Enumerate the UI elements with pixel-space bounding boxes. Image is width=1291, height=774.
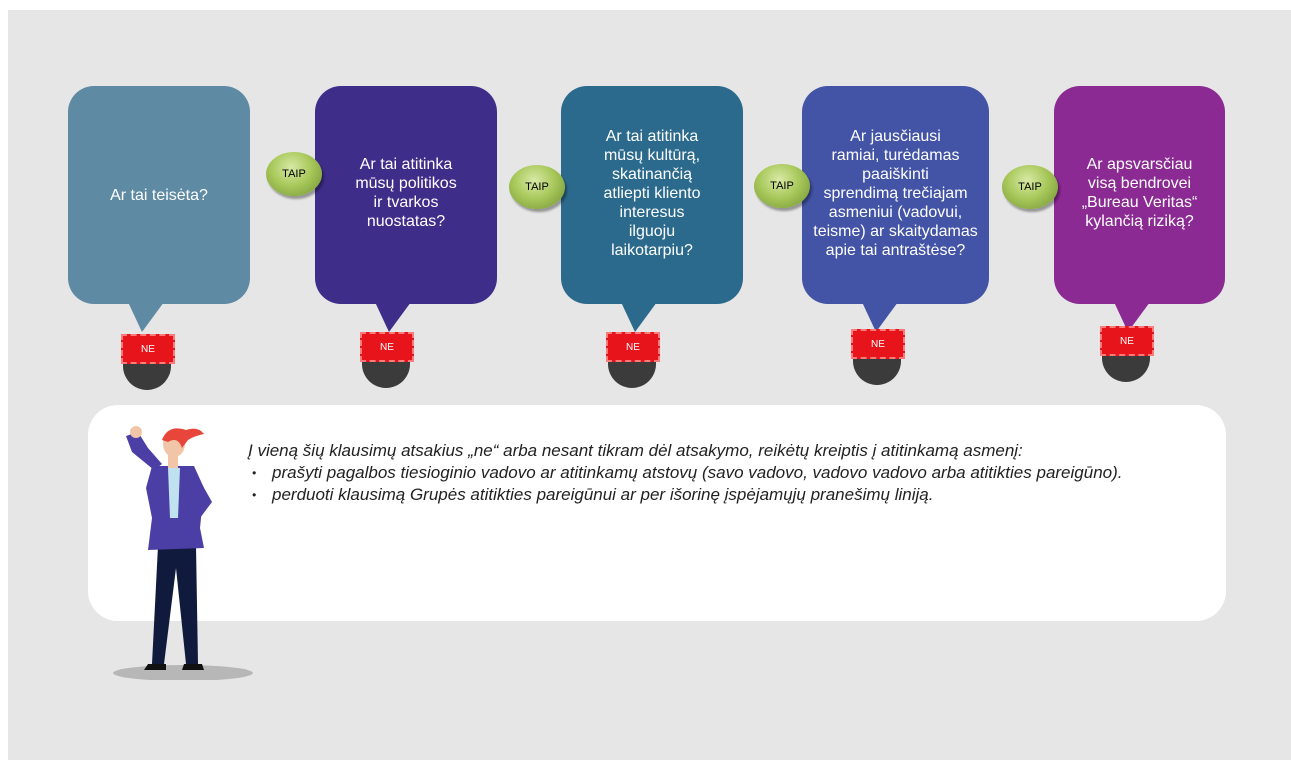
no-label: NE (626, 341, 640, 353)
no-label: NE (1120, 335, 1134, 347)
no-label-box: NE (851, 329, 905, 359)
no-label-box: NE (1100, 326, 1154, 356)
question-bubble-4: Ar jausčiausi ramiai, turėdamas paaiškin… (802, 86, 989, 332)
no-label-box: NE (606, 332, 660, 362)
question-bubble-2: Ar tai atitinka mūsų politikos ir tvarko… (315, 86, 497, 332)
person-shirt (168, 468, 180, 518)
guidance-item-1: prašyti pagalbos tiesioginio vadovo ar a… (248, 462, 1148, 484)
no-marker-5: NE (1100, 326, 1156, 386)
person-hand (130, 426, 142, 438)
guidance-note: Į vieną šių klausimų atsakius „ne“ arba … (248, 440, 1148, 506)
person-neck (168, 454, 178, 468)
no-marker-4: NE (851, 329, 907, 389)
question-3-text: Ar tai atitinka mūsų kultūrą, skatinanči… (603, 127, 701, 259)
guidance-intro: Į vieną šių klausimų atsakius „ne“ arba … (248, 441, 1023, 460)
yes-connector-3: TAIP (754, 164, 810, 208)
question-4-text: Ar jausčiausi ramiai, turėdamas paaiškin… (813, 127, 978, 259)
no-label: NE (380, 341, 394, 353)
yes-label: TAIP (770, 180, 794, 192)
question-1-text: Ar tai teisėta? (110, 186, 208, 204)
thinking-person-illustration (113, 426, 253, 680)
person-hip-arm (188, 470, 212, 518)
yes-connector-2: TAIP (509, 165, 565, 209)
question-bubble-5: Ar apsvarsčiau visą bendrovei „Bureau Ve… (1054, 86, 1225, 332)
no-label-box: NE (360, 332, 414, 362)
person-legs (152, 546, 198, 664)
person-raised-arm (126, 432, 162, 470)
guidance-item-2: perduoti klausimą Grupės atitikties pare… (248, 484, 1148, 506)
no-marker-2: NE (360, 332, 416, 392)
question-2-text: Ar tai atitinka mūsų politikos ir tvarko… (355, 156, 457, 230)
question-bubble-3: Ar tai atitinka mūsų kultūrą, skatinanči… (561, 86, 743, 332)
no-marker-1: NE (121, 334, 177, 394)
guidance-note-box (88, 405, 1226, 621)
yes-connector-1: TAIP (266, 152, 322, 196)
no-label-box: NE (121, 334, 175, 364)
person-shoe-right (182, 664, 204, 670)
no-label: NE (141, 343, 155, 355)
no-label: NE (871, 338, 885, 350)
question-5-text: Ar apsvarsčiau visą bendrovei „Bureau Ve… (1081, 156, 1198, 230)
question-bubble-1: Ar tai teisėta? (68, 86, 250, 332)
no-marker-3: NE (606, 332, 662, 392)
yes-label: TAIP (282, 168, 306, 180)
person-shoe-left (144, 664, 166, 670)
yes-label: TAIP (525, 181, 549, 193)
person-hair (162, 428, 204, 448)
yes-connector-4: TAIP (1002, 165, 1058, 209)
guidance-list: prašyti pagalbos tiesioginio vadovo ar a… (248, 462, 1148, 506)
yes-label: TAIP (1018, 181, 1042, 193)
